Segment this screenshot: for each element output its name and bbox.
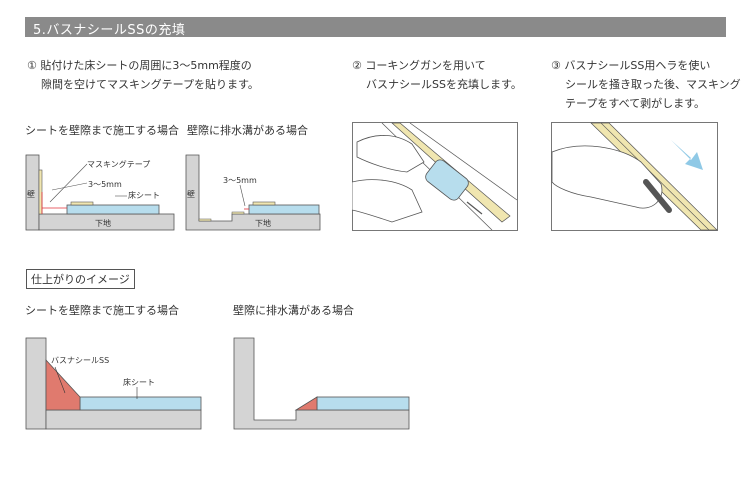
leader-seal: [54, 366, 66, 394]
illustration-caulking-gun: [352, 122, 518, 231]
leader-gap: [239, 184, 246, 207]
section-header: 5.バスナシールSSの充填: [25, 17, 726, 38]
hand-icon-2: [352, 179, 423, 223]
diagram-finish-drain: [233, 337, 410, 430]
finish-case-wall-label: シートを壁際まで施工する場合: [25, 304, 179, 317]
masking-tape-wall: [38, 169, 43, 215]
wall-label: 壁: [27, 189, 35, 199]
step-3-text: ③ バスナシールSS用ヘラを使い シールを掻き取った後、マスキング テープをすべ…: [551, 56, 741, 113]
wall-label: 壁: [187, 189, 195, 199]
leader-masking: [49, 163, 88, 203]
masking-tape-step: [231, 211, 245, 215]
hand-icon: [551, 145, 663, 209]
step-1-line2: 隙間を空けてマスキングテープを貼ります。: [41, 78, 259, 91]
diagram-drain-masking: 壁 3〜5mm 下地: [185, 154, 321, 231]
base-block: [45, 409, 202, 430]
direction-arrow-icon: [671, 140, 703, 170]
step-2-text: ② コーキングガンを用いて バスナシールSSを充填します。: [352, 56, 522, 94]
leader-gap: [51, 182, 88, 191]
masking-tape-drain: [198, 218, 212, 222]
masking-tape-floor: [252, 201, 276, 206]
hand-icon: [356, 135, 425, 173]
masking-label: マスキングテープ: [87, 159, 150, 169]
wall-and-base: [233, 337, 410, 430]
step-1-line1: ① 貼付けた床シートの周囲に3〜5mm程度の: [27, 59, 252, 72]
case-wall-label: シートを壁際まで施工する場合: [25, 124, 179, 137]
floor-sheet: [66, 204, 160, 215]
sheet-label: 床シート: [128, 190, 160, 200]
step-3-line3: テープをすべて剥がします。: [565, 97, 706, 110]
step-1-text: ① 貼付けた床シートの周囲に3〜5mm程度の 隙間を空けてマスキングテープを貼り…: [27, 56, 259, 94]
sheet-label: 床シート: [123, 377, 155, 387]
illustration-spatula: [551, 122, 718, 231]
gap-label: 3〜5mm: [88, 180, 122, 189]
wall-block: [25, 337, 47, 430]
spatula: [643, 179, 672, 213]
sealant-fill: [294, 396, 318, 411]
step-3-line1: ③ バスナシールSS用ヘラを使い: [551, 59, 711, 72]
step-2-line1: ② コーキングガンを用いて: [352, 59, 486, 72]
case-drain-label: 壁際に排水溝がある場合: [187, 124, 308, 137]
base-label: 下地: [95, 218, 111, 228]
step-2-line2: バスナシールSSを充填します。: [366, 78, 522, 91]
floor-sheet: [248, 204, 320, 215]
section-title: 5.バスナシールSSの充填: [33, 23, 186, 38]
base-label: 下地: [255, 218, 271, 228]
floor-sheet: [316, 396, 410, 411]
finish-title: 仕上がりのイメージ: [26, 269, 135, 289]
diagram-wall-masking: 壁 マスキングテープ 3〜5mm 床シート 下地: [25, 154, 175, 231]
sealant-fill: [45, 358, 81, 411]
seal-label: バスナシールSS: [51, 356, 109, 365]
masking-tape-floor: [70, 201, 94, 206]
finish-case-drain-label: 壁際に排水溝がある場合: [233, 304, 354, 317]
floor-sheet: [79, 396, 202, 411]
step-3-line2: シールを掻き取った後、マスキング: [565, 78, 741, 91]
gap-label: 3〜5mm: [223, 176, 257, 185]
sealant-cartridge: [425, 159, 469, 201]
diagram-finish-wall: バスナシールSS 床シート: [25, 337, 202, 430]
